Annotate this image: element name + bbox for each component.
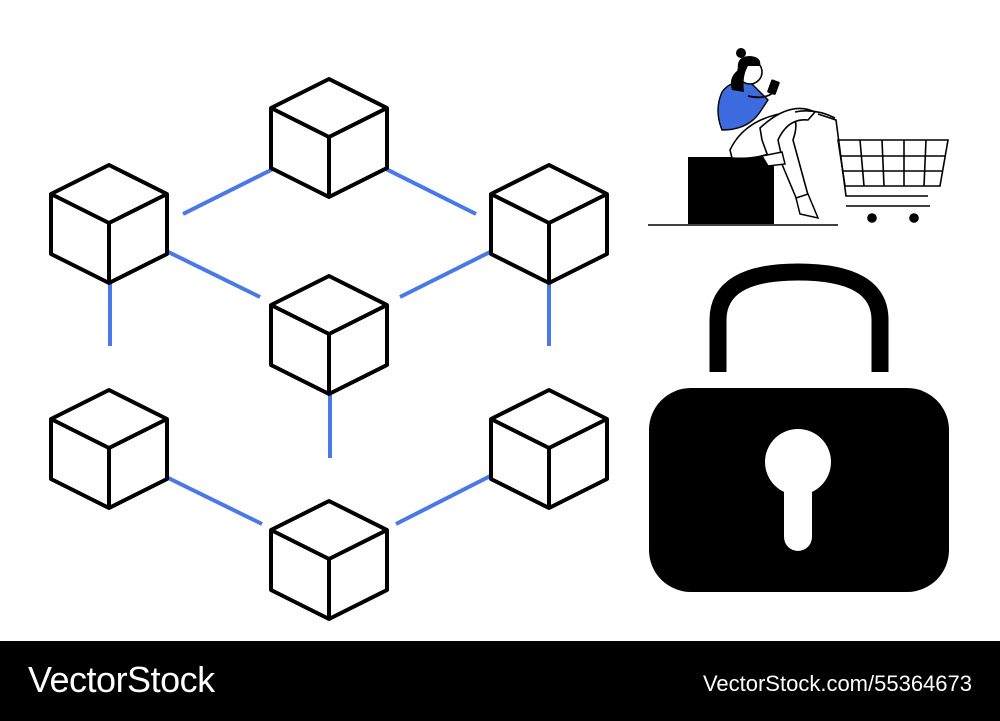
brand-logo: VectorStock <box>28 659 215 700</box>
footer-bar: VectorStock VectorStock.com/55364673 <box>0 641 1000 721</box>
keyhole <box>765 429 831 495</box>
cube-icon <box>269 499 389 621</box>
cube-outline <box>269 499 389 621</box>
cube-group <box>49 77 609 621</box>
link-top-right <box>377 163 477 216</box>
person-with-phone-illustration <box>648 48 838 226</box>
cart-handle <box>817 113 928 197</box>
person-legs <box>729 111 809 201</box>
phone-icon <box>767 79 780 95</box>
cube-icon <box>49 163 169 285</box>
person-reach-arm <box>794 110 836 119</box>
cube-icon <box>489 388 609 510</box>
link-bottom-left <box>151 468 263 526</box>
link-bottom-right <box>395 466 507 526</box>
image-reference: VectorStock.com/55364673 <box>702 671 972 696</box>
cube-icon <box>269 274 389 396</box>
cart-slat <box>881 139 885 187</box>
cube-outline <box>49 388 169 510</box>
cube-outline <box>269 77 389 199</box>
cube-outline <box>49 163 169 285</box>
person-shoe-right <box>795 193 820 220</box>
cube-icon <box>49 388 169 510</box>
cube-outline <box>489 163 609 285</box>
cart-basket <box>837 139 949 187</box>
blockchain-illustration <box>49 48 949 621</box>
cube-icon <box>269 77 389 199</box>
person-hair <box>730 56 761 92</box>
link-top-left <box>182 166 276 216</box>
cart-slat <box>923 139 927 187</box>
seat-box <box>688 157 774 224</box>
cube-outline <box>269 274 389 396</box>
cube-outline <box>489 388 609 510</box>
padlock-shackle <box>709 263 889 372</box>
person-leg-front <box>759 107 816 163</box>
cube-icon <box>489 163 609 285</box>
keyhole-slot <box>784 470 812 551</box>
cart-slat <box>859 139 865 187</box>
shopping-cart-icon <box>817 113 949 223</box>
cart-wheel <box>867 213 877 223</box>
cart-wheel <box>909 213 919 223</box>
padlock-icon <box>649 263 949 592</box>
person-hair-bun <box>736 48 746 58</box>
person-shoe-left <box>760 151 786 167</box>
